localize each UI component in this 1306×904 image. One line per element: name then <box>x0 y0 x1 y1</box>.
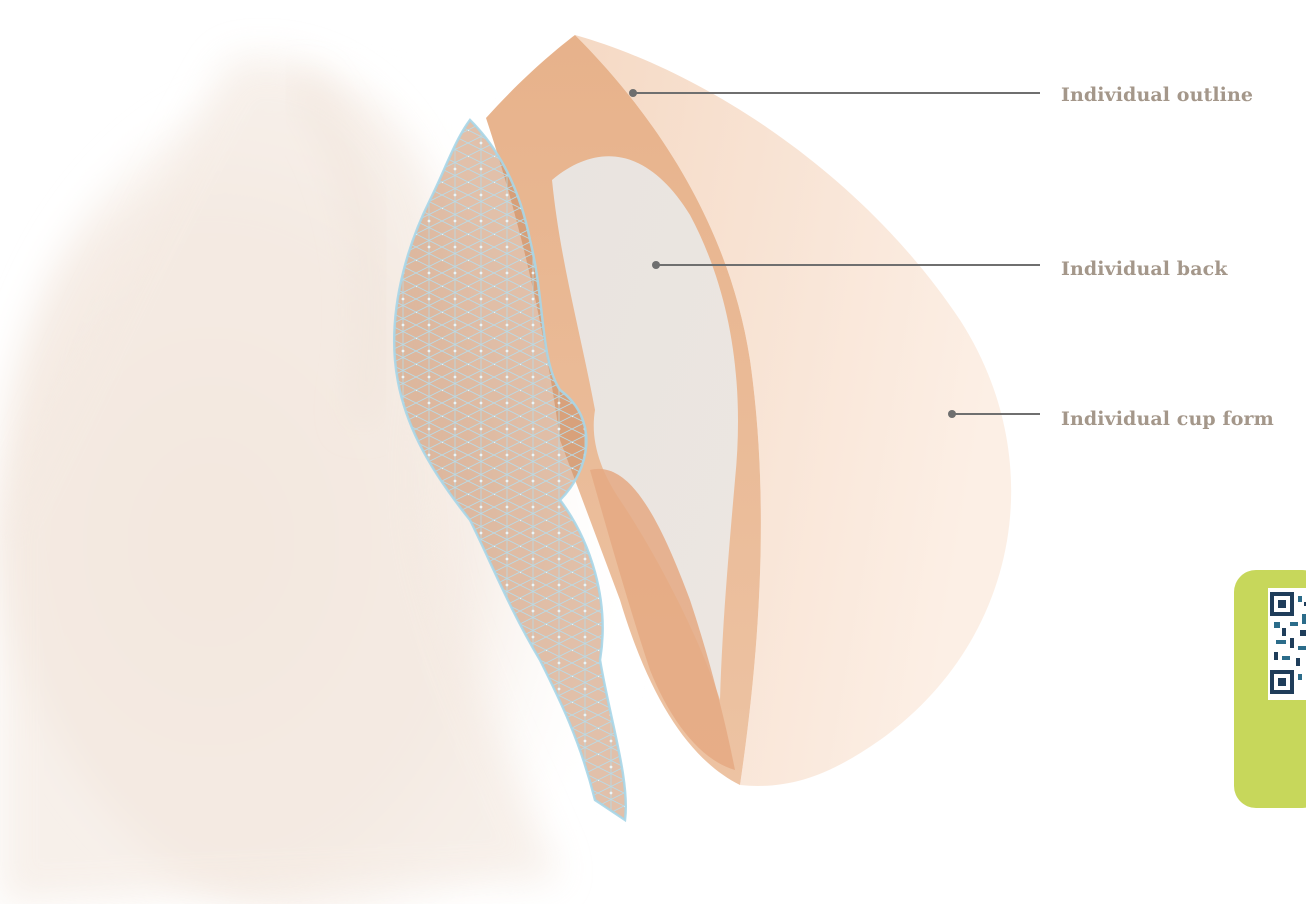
label-individual-back: Individual back <box>1061 258 1228 280</box>
label-individual-cup-form: Individual cup form <box>1061 408 1274 430</box>
label-individual-outline: Individual outline <box>1061 84 1253 106</box>
qr-code-icon[interactable] <box>1268 588 1306 700</box>
qr-code-card[interactable] <box>1234 570 1306 808</box>
